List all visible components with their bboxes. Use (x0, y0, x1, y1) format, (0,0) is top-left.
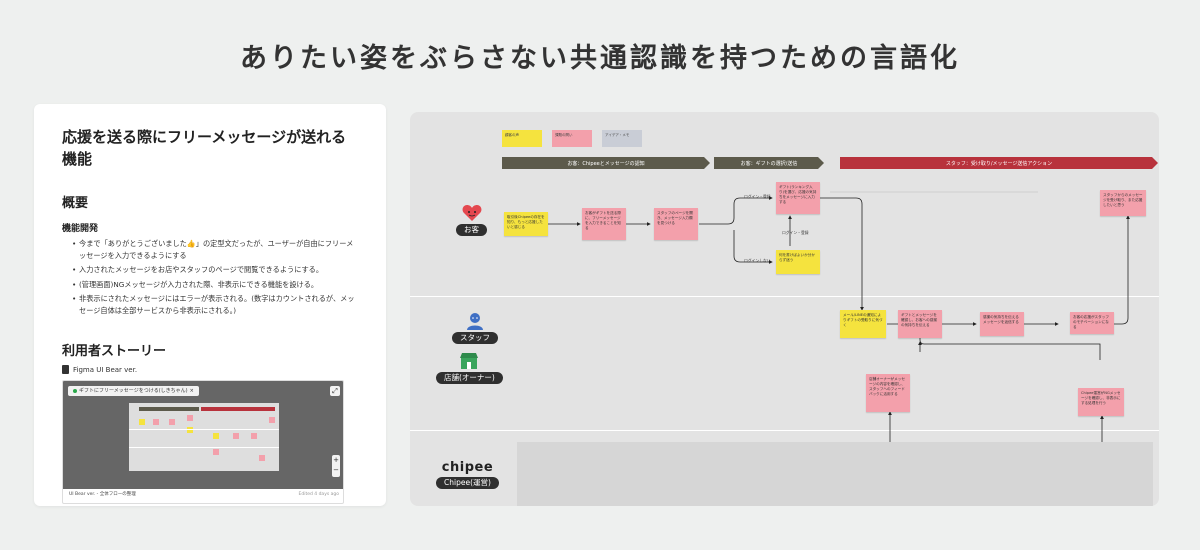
figma-link-label: Figma UI Bear ver. (73, 365, 138, 374)
lane-divider (410, 296, 1159, 297)
person-icon (467, 313, 483, 330)
ops-lane-area (517, 442, 1153, 506)
phase-label: お客：ギフトの選択/送信 (740, 160, 798, 167)
overview-heading: 概要 (62, 196, 89, 211)
phase-label: スタッフ：受け取り/メッセージ送信アクション (945, 160, 1053, 167)
feature-list: 今まで「ありがとうございました👍」の定型文だったが、ユーザーが自由にフリーメッセ… (62, 238, 358, 316)
legend-label: アイデア・メモ (605, 133, 630, 137)
sticky-note[interactable]: ギフト(ランキング入り)を選び、応援の気持ちをメッセージに入力する (776, 182, 820, 214)
embed-chip-label: ギフトにフリーメッセージをつける(しきちゃん) (79, 388, 188, 394)
figma-icon (62, 365, 69, 374)
expand-icon[interactable]: ⤢ (330, 386, 340, 396)
sticky-note[interactable]: お客がギフトを送る際に、フリーメッセージを入力できることを知る (582, 208, 626, 240)
flow-arrows (548, 191, 1130, 442)
heart-face-icon (462, 205, 481, 221)
actor-label: お客 (456, 224, 487, 236)
sticky-note[interactable]: Chipee運営がNGメッセージを確認し、非表示にする処理を行う (1078, 388, 1124, 416)
legend-idea: アイデア・メモ (602, 130, 642, 147)
edge-label: ログインしない (744, 258, 771, 263)
sticky-note[interactable]: スタッフからのメッセージを受け取り、また応援したいと思う (1100, 190, 1146, 216)
status-dot-icon (73, 389, 77, 393)
user-story-heading: 利用者ストーリー (62, 344, 167, 359)
sticky-note[interactable]: ギフトとメッセージを確認し、お客への感謝の気持ちを伝える (898, 310, 942, 338)
embed-board-thumbnail (129, 403, 279, 471)
sticky-note[interactable]: 店舗オーナーがメッセージの内容を確認し、スタッフへのフィードバックに活用する (866, 374, 910, 412)
close-icon[interactable]: × (189, 388, 194, 394)
figma-embed[interactable]: ギフトにフリーメッセージをつける(しきちゃん) × ⤢ + − UI Bear … (62, 380, 344, 504)
embed-file-chip[interactable]: ギフトにフリーメッセージをつける(しきちゃん) × (68, 386, 199, 396)
list-item: 非表示にされたメッセージにはエラーが表示される。(数字はカウントされるが、メッセ… (72, 293, 358, 316)
sticky-note[interactable]: 感謝の気持ちを伝えるメッセージを返信する (980, 312, 1024, 336)
actor-label: 店舗(オーナー) (436, 372, 503, 384)
sticky-note[interactable]: 何を書けばよいか分からず迷う (776, 250, 820, 274)
legend-voice: 顧客の声 (502, 130, 542, 147)
embed-footer-title: UI Bear ver. - 全体フローの整理 (69, 492, 136, 497)
page-headline: ありたい姿をぶらさない共通認識を持つための言語化 (240, 43, 960, 74)
list-item: 入力されたメッセージをお店やスタッフのページで閲覧できるようにする。 (72, 264, 358, 276)
phase-banner: お客：Chipeeとメッセージの認知 (502, 157, 710, 169)
embed-footer: UI Bear ver. - 全体フローの整理 Edited 4 days ag… (63, 487, 343, 503)
sticky-note[interactable]: お客の応援がスタッフのモチベーションになる (1070, 312, 1114, 334)
zoom-control[interactable]: + − (332, 455, 340, 477)
sticky-note[interactable]: メール/LINEの通知によりギフトの受取りに気づく (840, 310, 886, 338)
actor-customer: お客 (456, 204, 487, 236)
sticky-note[interactable]: スタッフのページを開き、メッセージ入力欄を見つける (654, 208, 698, 240)
edge-label: ログイン・登録 (782, 230, 809, 235)
phase-label: お客：Chipeeとメッセージの認知 (567, 160, 645, 167)
feature-heading: 機能開発 (62, 224, 99, 234)
lane-divider (410, 430, 1159, 431)
actor-staff: スタッフ (452, 312, 498, 344)
embed-viewport[interactable]: ギフトにフリーメッセージをつける(しきちゃん) × ⤢ + − (63, 381, 343, 489)
actor-label: Chipee(運営) (436, 477, 499, 489)
doc-card: 応援を送る際にフリーメッセージが送れる機能 概要 機能開発 今まで「ありがとうご… (34, 104, 386, 506)
journey-board[interactable]: 顧客の声 課題の問い アイデア・メモ お客：Chipeeとメッセージの認知 お客… (410, 112, 1159, 506)
shop-icon (460, 353, 479, 369)
legend-label: 課題の問い (555, 133, 573, 137)
actor-label: スタッフ (452, 332, 498, 344)
chipee-logo: chipee (441, 460, 494, 475)
phase-banner: スタッフ：受け取り/メッセージ送信アクション (840, 157, 1158, 169)
sticky-note[interactable]: 取引後Chipeeの存在を知り、もっと応援したいと感じる (504, 212, 548, 236)
actor-ops: chipee Chipee(運営) (436, 460, 499, 489)
legend-question: 課題の問い (552, 130, 592, 147)
embed-footer-edited: Edited 4 days ago (298, 492, 339, 497)
list-item: 今まで「ありがとうございました👍」の定型文だったが、ユーザーが自由にフリーメッセ… (72, 238, 358, 261)
phase-banner: お客：ギフトの選択/送信 (714, 157, 824, 169)
legend-label: 顧客の声 (505, 133, 519, 137)
edge-label: ログイン・登録 (744, 194, 771, 199)
doc-title: 応援を送る際にフリーメッセージが送れる機能 (62, 128, 347, 168)
actor-store: 店舗(オーナー) (436, 352, 503, 384)
figma-link[interactable]: Figma UI Bear ver. (62, 365, 358, 374)
list-item: (管理画面)NGメッセージが入力された際、非表示にできる機能を設ける。 (72, 279, 358, 291)
